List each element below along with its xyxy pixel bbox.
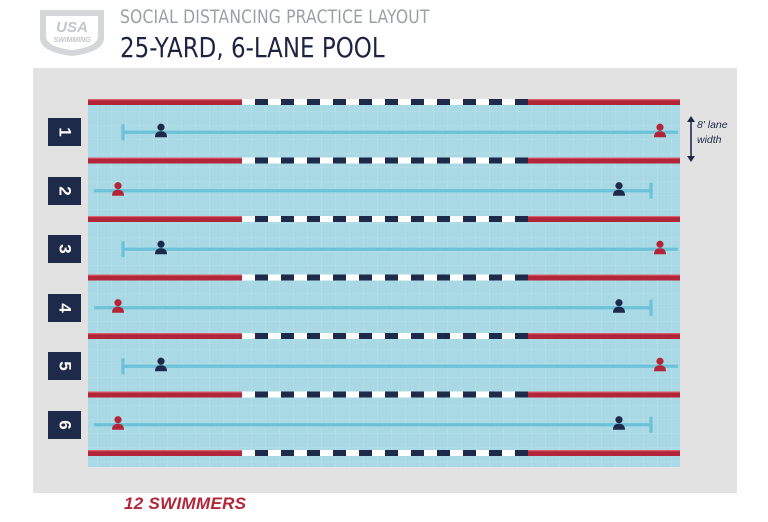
page-subtitle: SOCIAL DISTANCING PRACTICE LAYOUT <box>120 6 430 28</box>
lane-target-4 <box>649 299 653 316</box>
lane-width-arrow-icon <box>687 116 695 162</box>
lane-target-2 <box>649 182 653 199</box>
lane-target-6 <box>649 416 653 433</box>
page-title: 25-YARD, 6-LANE POOL <box>120 31 385 64</box>
lane-number-text: 5 <box>55 361 75 371</box>
lane-line-4 <box>94 306 651 310</box>
lane-number-2: 2 <box>48 176 81 205</box>
lane-number-text: 1 <box>55 127 75 137</box>
lane-number-text: 2 <box>55 186 75 196</box>
lane-number-text: 4 <box>55 303 75 313</box>
lane-number-text: 3 <box>55 244 75 254</box>
lane-number-6: 6 <box>48 410 81 439</box>
usa-swimming-logo: USA SWIMMING <box>40 10 104 56</box>
lane-line-1 <box>123 130 678 134</box>
svg-text:SWIMMING: SWIMMING <box>53 37 91 44</box>
lane-line-3 <box>123 247 678 251</box>
lane-line-6 <box>94 423 651 427</box>
lane-number-text: 6 <box>55 420 75 430</box>
svg-text:USA: USA <box>56 19 88 36</box>
lane-line-2 <box>94 189 651 193</box>
lane-target-5 <box>121 358 125 375</box>
lane-number-4: 4 <box>48 293 81 322</box>
lane-target-3 <box>121 241 125 258</box>
lane-width-label: 8' lane width <box>697 119 728 146</box>
swimmer-count: 12 SWIMMERS <box>124 494 247 513</box>
lane-number-5: 5 <box>48 352 81 381</box>
lane-line-5 <box>123 364 678 368</box>
lane-target-1 <box>121 124 125 141</box>
lane-number-1: 1 <box>48 118 81 147</box>
lane-number-3: 3 <box>48 235 81 264</box>
